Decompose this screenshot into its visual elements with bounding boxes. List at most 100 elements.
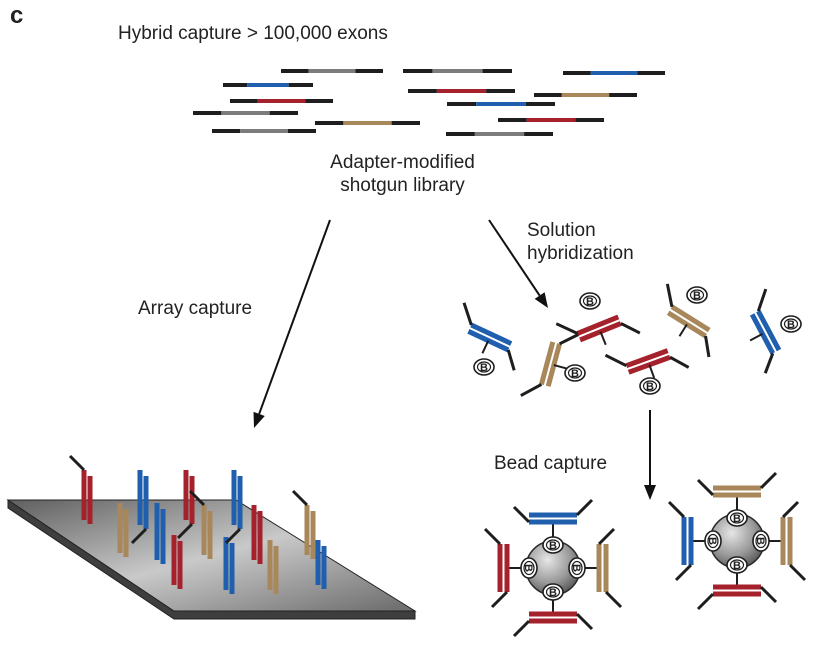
fragment-adapter xyxy=(763,352,775,374)
library-label-line2: shotgun library xyxy=(340,175,465,196)
biotin-tag: B xyxy=(686,286,708,304)
hybrid-pair xyxy=(555,314,641,346)
fragment-adapter xyxy=(604,353,627,368)
array-probe xyxy=(224,470,243,545)
capture-probe xyxy=(625,348,669,369)
biotin-tag: B xyxy=(564,364,586,382)
array-probe xyxy=(315,540,327,589)
fragment-adapter xyxy=(512,505,531,524)
fragment-adapter xyxy=(759,585,778,604)
fragment-adapter xyxy=(291,489,309,507)
biotin-letter: B xyxy=(549,587,557,599)
fragment-adapter xyxy=(68,454,86,472)
hybrid-pair xyxy=(749,288,782,374)
fragment-adapter xyxy=(665,283,674,308)
fragment-adapter xyxy=(575,612,594,631)
biotin-inner-ring xyxy=(567,367,583,379)
arrow-shaft xyxy=(488,219,541,297)
fragment-adapter xyxy=(781,500,800,519)
array-capture-label: Array capture xyxy=(138,298,253,319)
array-probe xyxy=(154,503,166,564)
biotin-inner-ring xyxy=(707,533,719,549)
fragment-adapter xyxy=(506,349,516,371)
fragment-adapter xyxy=(130,527,148,545)
biotin-letter: B xyxy=(646,381,654,393)
biotin-letter: B xyxy=(549,540,557,552)
arrow-head xyxy=(253,411,265,428)
biotin-letter: B xyxy=(571,368,579,380)
bead-capture-label: Bead capture xyxy=(494,453,608,474)
biotin-linker xyxy=(599,331,607,346)
hybrid-pair xyxy=(520,333,580,397)
biotin-linker xyxy=(481,340,490,354)
biotin-inner-ring xyxy=(755,533,767,549)
biotin-tag: B xyxy=(542,536,564,554)
biotin-tag: B xyxy=(752,530,770,552)
library-label-line1: Adapter-modified xyxy=(330,152,475,173)
target-strand xyxy=(627,354,671,375)
biotin-letter: B xyxy=(480,362,488,374)
fragment-adapter xyxy=(490,590,509,609)
fragment-adapter xyxy=(704,335,711,358)
biotin-tag: B xyxy=(726,509,748,527)
biotin-letter: B xyxy=(733,513,741,525)
biotin-letter: B xyxy=(586,296,594,308)
biotin-inner-ring xyxy=(642,380,658,392)
solution-hybridization-fragments: B B B B B B xyxy=(462,283,802,397)
array-probe xyxy=(251,505,263,564)
flow-arrow xyxy=(488,219,548,308)
biotin-inner-ring xyxy=(545,539,561,551)
biotin-inner-ring xyxy=(689,289,705,301)
solution-label-line1: Solution xyxy=(527,220,596,241)
shotgun-library-fragments xyxy=(193,69,665,136)
biotin-linker xyxy=(553,364,568,370)
biotin-letter: B xyxy=(754,537,766,545)
biotin-letter: B xyxy=(693,290,701,302)
array-probe xyxy=(171,535,183,589)
biotin-inner-ring xyxy=(476,361,492,373)
biotin-tag: B xyxy=(542,583,564,601)
flow-arrow xyxy=(644,410,656,500)
hybrid-pair xyxy=(462,302,516,371)
biotin-tag: B xyxy=(568,557,586,579)
biotin-inner-ring xyxy=(783,318,799,330)
capture-probe xyxy=(670,304,711,333)
biotin-linker xyxy=(678,323,688,337)
fragment-adapter xyxy=(669,355,690,369)
arrow-head xyxy=(534,292,548,308)
target-strand xyxy=(666,310,707,339)
array-probe xyxy=(68,454,93,524)
capture-probe xyxy=(538,341,556,386)
fragment-adapter xyxy=(558,333,580,346)
capture-array xyxy=(6,454,417,620)
biotin-tag: B xyxy=(639,377,661,395)
biotin-letter: B xyxy=(522,564,534,572)
biotin-letter: B xyxy=(570,564,582,572)
fragment-adapter xyxy=(512,619,531,638)
capture-probe xyxy=(576,314,620,336)
fragment-adapter xyxy=(674,563,693,582)
biotin-tag: B xyxy=(473,358,495,376)
array-probe xyxy=(117,503,129,557)
biotin-linker xyxy=(648,364,656,379)
array-probe xyxy=(176,470,195,540)
workflow-arrows xyxy=(253,219,656,500)
arrow-head xyxy=(644,485,656,500)
biotin-letter: B xyxy=(706,537,718,545)
fragment-adapter xyxy=(176,522,194,540)
fragment-adapter xyxy=(756,288,768,312)
biotin-inner-ring xyxy=(523,560,535,576)
fragment-adapter xyxy=(604,590,623,609)
capture-probe xyxy=(470,322,513,346)
biotin-inner-ring xyxy=(545,586,561,598)
diagram-title: Hybrid capture > 100,000 exons xyxy=(118,23,388,44)
solution-hybridization-label: Solution hybridization xyxy=(527,219,634,265)
biotin-inner-ring xyxy=(571,560,583,576)
biotin-letter: B xyxy=(787,319,795,331)
solution-label-line2: hybridization xyxy=(527,243,634,264)
library-label: Adapter-modified shotgun library xyxy=(300,151,505,197)
fragment-adapter xyxy=(696,478,715,497)
